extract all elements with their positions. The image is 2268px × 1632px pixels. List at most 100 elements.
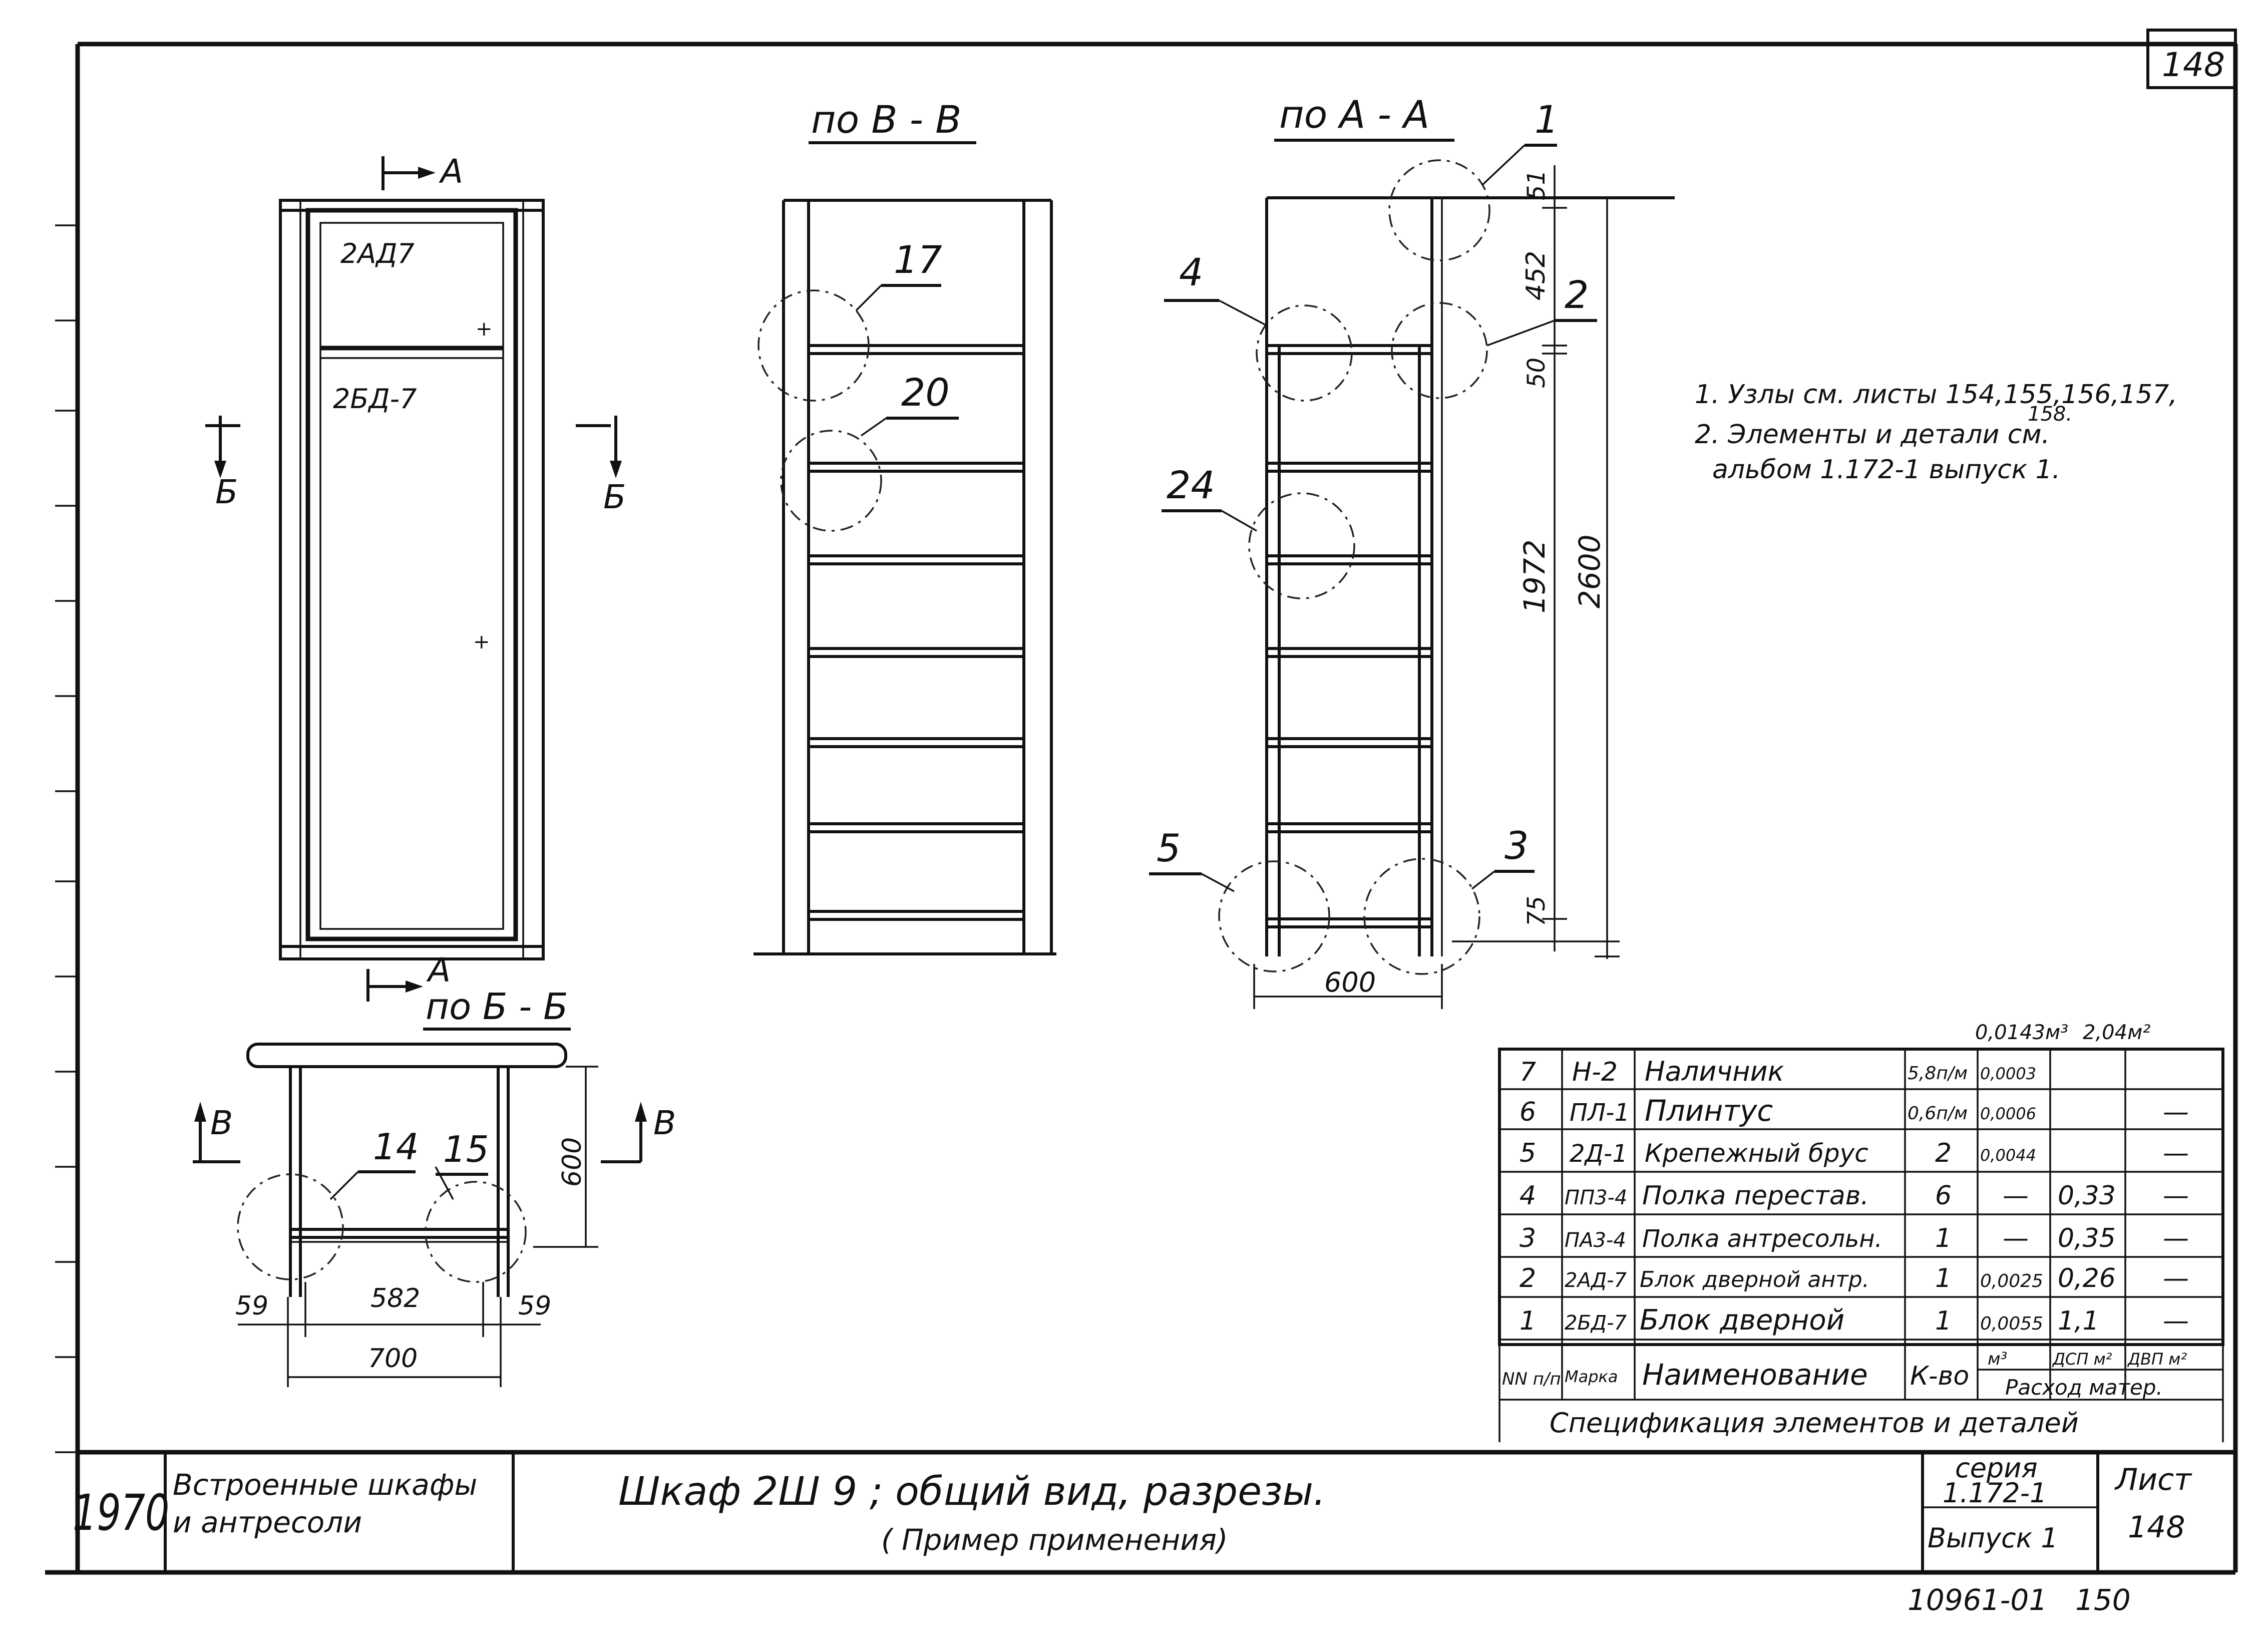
drawing-title: Шкаф 2Ш 9 ; общий вид, разрезы. <box>618 1469 1326 1514</box>
series-label: серия <box>1955 1452 2038 1484</box>
archive-page: 150 <box>2075 1583 2131 1617</box>
svg-text:Крепежный брус: Крепежный брус <box>1645 1139 1868 1168</box>
svg-text:К-во: К-во <box>1910 1361 1969 1391</box>
svg-text:NN п/п: NN п/п <box>1502 1369 1561 1389</box>
dim-700: 700 <box>368 1344 418 1374</box>
svg-text:Наличник: Наличник <box>1645 1056 1784 1087</box>
spec-table: 0,0143м³ 2,04м² 7 Н-2 Наличник 5,8п/м 0,… <box>1498 1021 2224 1442</box>
dim-59-right: 59 <box>518 1291 551 1321</box>
svg-text:Блок дверной антр.: Блок дверной антр. <box>1640 1267 1869 1292</box>
svg-text:ДВП м²: ДВП м² <box>2127 1350 2187 1369</box>
svg-text:1: 1 <box>1935 1306 1952 1336</box>
cut-b-label-left: Б <box>215 473 238 511</box>
dim-2600: 2600 <box>1573 534 1607 608</box>
callout-1: 1 <box>1535 97 1559 142</box>
sheet-label: Лист <box>2114 1462 2192 1497</box>
svg-text:—: — <box>2163 1138 2189 1168</box>
svg-text:1: 1 <box>1935 1223 1952 1253</box>
svg-text:4: 4 <box>1520 1181 1536 1211</box>
svg-text:6: 6 <box>1935 1181 1952 1211</box>
cut-b-label-right: Б <box>603 478 626 516</box>
front-view: + + 2АД7 2БД-7 А А Б Б <box>205 152 626 1002</box>
svg-text:Полка антресольн.: Полка антресольн. <box>1642 1225 1882 1253</box>
svg-text:—: — <box>2163 1263 2189 1293</box>
cut-a-label-top: А <box>439 152 463 191</box>
dim-51: 51 <box>1523 170 1551 200</box>
svg-text:2: 2 <box>1520 1263 1536 1293</box>
svg-text:2: 2 <box>1935 1138 1952 1168</box>
dim-600-depth: 600 <box>557 1137 587 1187</box>
view-a-title: по А - А <box>1279 92 1429 137</box>
spec-row-4: 4 ПП3-4 Полка перестав. 6 — 0,33 — <box>1520 1181 2189 1211</box>
door-main-label: 2БД-7 <box>333 383 417 415</box>
dim-59-left: 59 <box>235 1291 268 1321</box>
svg-text:—: — <box>2163 1181 2189 1211</box>
svg-text:0,26: 0,26 <box>2058 1263 2116 1293</box>
svg-text:Н-2: Н-2 <box>1572 1057 1618 1087</box>
view-a-a: по А - А 1 2 <box>1149 92 1675 1009</box>
series-value: 1.172-1 <box>1943 1477 2047 1509</box>
note-2: 2. Элементы и детали см. <box>1695 420 2050 450</box>
callout-20: 20 <box>901 370 950 415</box>
svg-text:ПП3-4: ПП3-4 <box>1565 1186 1628 1209</box>
issue-label: Выпуск 1 <box>1928 1522 2058 1554</box>
svg-text:0,6п/м: 0,6п/м <box>1908 1103 1968 1124</box>
callout-3: 3 <box>1504 823 1529 868</box>
cut-a-label-bottom: А <box>426 951 451 990</box>
sheet-frame <box>45 42 2238 1575</box>
title-year: 1970 <box>73 1484 169 1541</box>
svg-text:0,0006: 0,0006 <box>1980 1104 2036 1123</box>
svg-text:Блок дверной: Блок дверной <box>1640 1304 1844 1337</box>
callout-5: 5 <box>1157 826 1181 870</box>
title-category-1: Встроенные шкафы <box>173 1468 477 1502</box>
svg-text:Наименование: Наименование <box>1642 1358 1868 1392</box>
svg-text:Полка перестав.: Полка перестав. <box>1642 1181 1869 1211</box>
svg-text:—: — <box>2003 1223 2029 1253</box>
svg-text:0,0055: 0,0055 <box>1980 1314 2043 1334</box>
svg-text:5,8п/м: 5,8п/м <box>1908 1063 1968 1084</box>
svg-text:Расход матер.: Расход матер. <box>2005 1375 2163 1400</box>
svg-text:ПЛ-1: ПЛ-1 <box>1570 1099 1630 1127</box>
shelf-group-a <box>1265 344 1433 928</box>
section-b-b: по Б - Б 14 15 В В 600 <box>193 986 676 1387</box>
dim-600-width: 600 <box>1324 966 1376 998</box>
shelf-group-b <box>807 344 1025 921</box>
svg-text:6: 6 <box>1520 1097 1536 1127</box>
drawing-subtitle: ( Пример применения) <box>881 1523 1228 1557</box>
svg-text:ПА3-4: ПА3-4 <box>1565 1229 1626 1252</box>
spec-row-7: 7 Н-2 Наличник 5,8п/м 0,0003 <box>1520 1056 2036 1087</box>
sheet-number-box: 148 <box>2146 29 2237 89</box>
dim-452: 452 <box>1521 251 1551 300</box>
svg-text:+: + <box>476 317 493 341</box>
cut-v-label-right: В <box>653 1104 676 1142</box>
note-1-cont: 158. <box>2028 403 2072 426</box>
archive-stamp: 10961-01 150 <box>1908 1583 2131 1617</box>
spec-total-volume: 0,0143м³ <box>1975 1021 2068 1044</box>
spec-total-area: 2,04м² <box>2083 1021 2150 1044</box>
svg-text:—: — <box>2163 1097 2189 1127</box>
svg-text:—: — <box>2163 1306 2189 1336</box>
svg-text:2АД-7: 2АД-7 <box>1565 1269 1627 1292</box>
svg-text:Плинтус: Плинтус <box>1645 1094 1773 1128</box>
dim-1972: 1972 <box>1518 539 1552 613</box>
section-b-title: по Б - Б <box>426 986 568 1028</box>
callout-14: 14 <box>373 1126 419 1168</box>
svg-text:2БД-7: 2БД-7 <box>1565 1312 1627 1335</box>
svg-text:—: — <box>2163 1223 2189 1253</box>
svg-text:м³: м³ <box>1988 1349 2007 1369</box>
callout-24: 24 <box>1167 463 1215 507</box>
spec-row-5: 5 2Д-1 Крепежный брус 2 0,0044 — <box>1520 1138 2189 1168</box>
dim-582: 582 <box>370 1283 420 1314</box>
spec-row-2: 2 2АД-7 Блок дверной антр. 1 0,0025 0,26… <box>1520 1263 2189 1293</box>
dim-75: 75 <box>1523 896 1551 926</box>
sheet-value: 148 <box>2128 1510 2185 1545</box>
callout-15: 15 <box>443 1128 489 1170</box>
spec-row-1: 1 2БД-7 Блок дверной 1 0,0055 1,1 — <box>1520 1304 2189 1337</box>
svg-text:3: 3 <box>1520 1223 1536 1253</box>
callout-17: 17 <box>894 237 942 282</box>
spec-row-3: 3 ПА3-4 Полка антресольн. 1 — 0,35 — <box>1520 1223 2189 1253</box>
svg-text:1: 1 <box>1520 1306 1536 1336</box>
view-b-b: по В - В 17 20 <box>753 97 1056 955</box>
svg-text:0,0025: 0,0025 <box>1980 1271 2043 1291</box>
